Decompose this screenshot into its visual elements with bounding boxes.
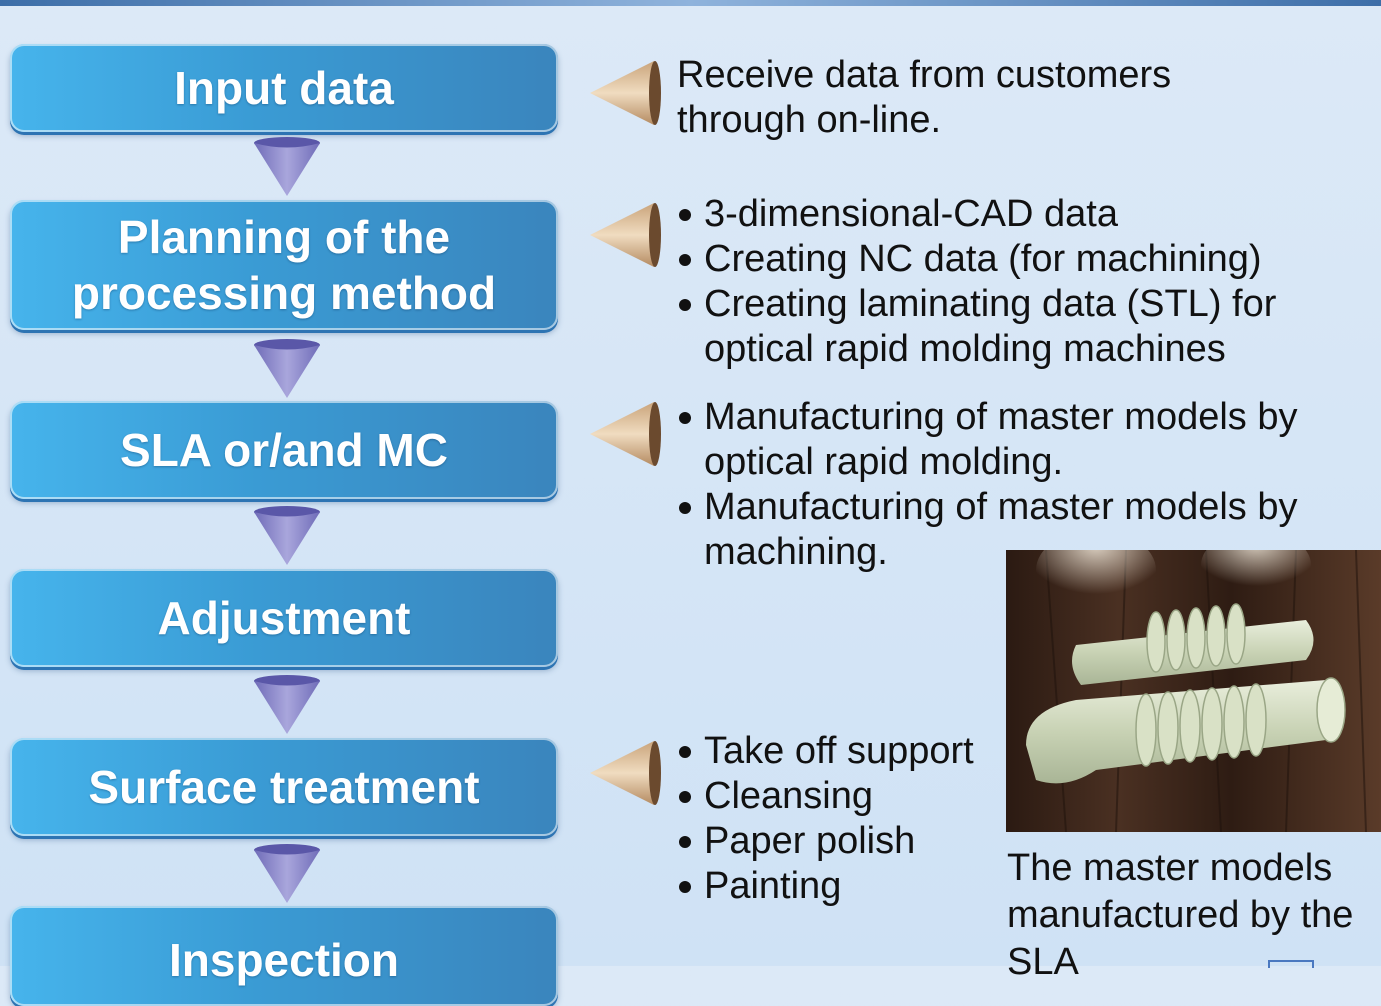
corner-marker xyxy=(1268,960,1314,968)
step-label: SLA or/and MC xyxy=(120,424,448,476)
funnel-arrow-icon xyxy=(254,137,320,196)
list-item: Painting xyxy=(677,864,1007,909)
step-label: Inspection xyxy=(168,934,400,986)
step-inspection: Inspection xyxy=(10,906,558,1006)
cone-pointer-icon xyxy=(590,741,661,805)
list-item: Creating NC data (for machining) xyxy=(677,237,1327,282)
list-item: Cleansing xyxy=(677,774,1007,819)
cone-pointer-icon xyxy=(590,402,661,466)
funnel-arrow-icon xyxy=(254,675,320,734)
step-input-data: Input data xyxy=(10,44,558,132)
list-item: Paper polish xyxy=(677,819,1007,864)
photo-caption: The master models manufactured by the SL… xyxy=(1007,847,1354,983)
step-sla-mc: SLA or/and MC xyxy=(10,401,558,499)
step-planning: Planning of the processing method xyxy=(10,200,558,330)
cone-pointer-icon xyxy=(590,203,661,267)
list-item: Manufacturing of master models by machin… xyxy=(677,485,1317,575)
cone-pointer-icon xyxy=(590,61,661,125)
surface-description: Take off support Cleansing Paper polish … xyxy=(677,729,1007,909)
list-item: Take off support xyxy=(677,729,1007,774)
sla-description: Manufacturing of master models by optica… xyxy=(677,395,1317,575)
funnel-arrow-icon xyxy=(254,506,320,565)
step-label: Adjustment xyxy=(157,592,411,644)
step-label: Input data xyxy=(174,62,394,114)
step-label: Planning of the processing method xyxy=(71,211,497,319)
step-adjustment: Adjustment xyxy=(10,569,558,667)
planning-description: 3-dimensional-CAD data Creating NC data … xyxy=(677,192,1327,372)
funnel-arrow-icon xyxy=(254,844,320,903)
top-border xyxy=(0,0,1381,6)
list-item: Creating laminating data (STL) for optic… xyxy=(677,282,1327,372)
list-item: Manufacturing of master models by optica… xyxy=(677,395,1317,485)
funnel-arrow-icon xyxy=(254,339,320,398)
step-surface-treatment: Surface treatment xyxy=(10,738,558,836)
list-item: 3-dimensional-CAD data xyxy=(677,192,1327,237)
input-description: Receive data from customers through on-l… xyxy=(677,54,1172,141)
master-models-photo xyxy=(1006,550,1381,832)
step-label: Surface treatment xyxy=(88,761,480,813)
